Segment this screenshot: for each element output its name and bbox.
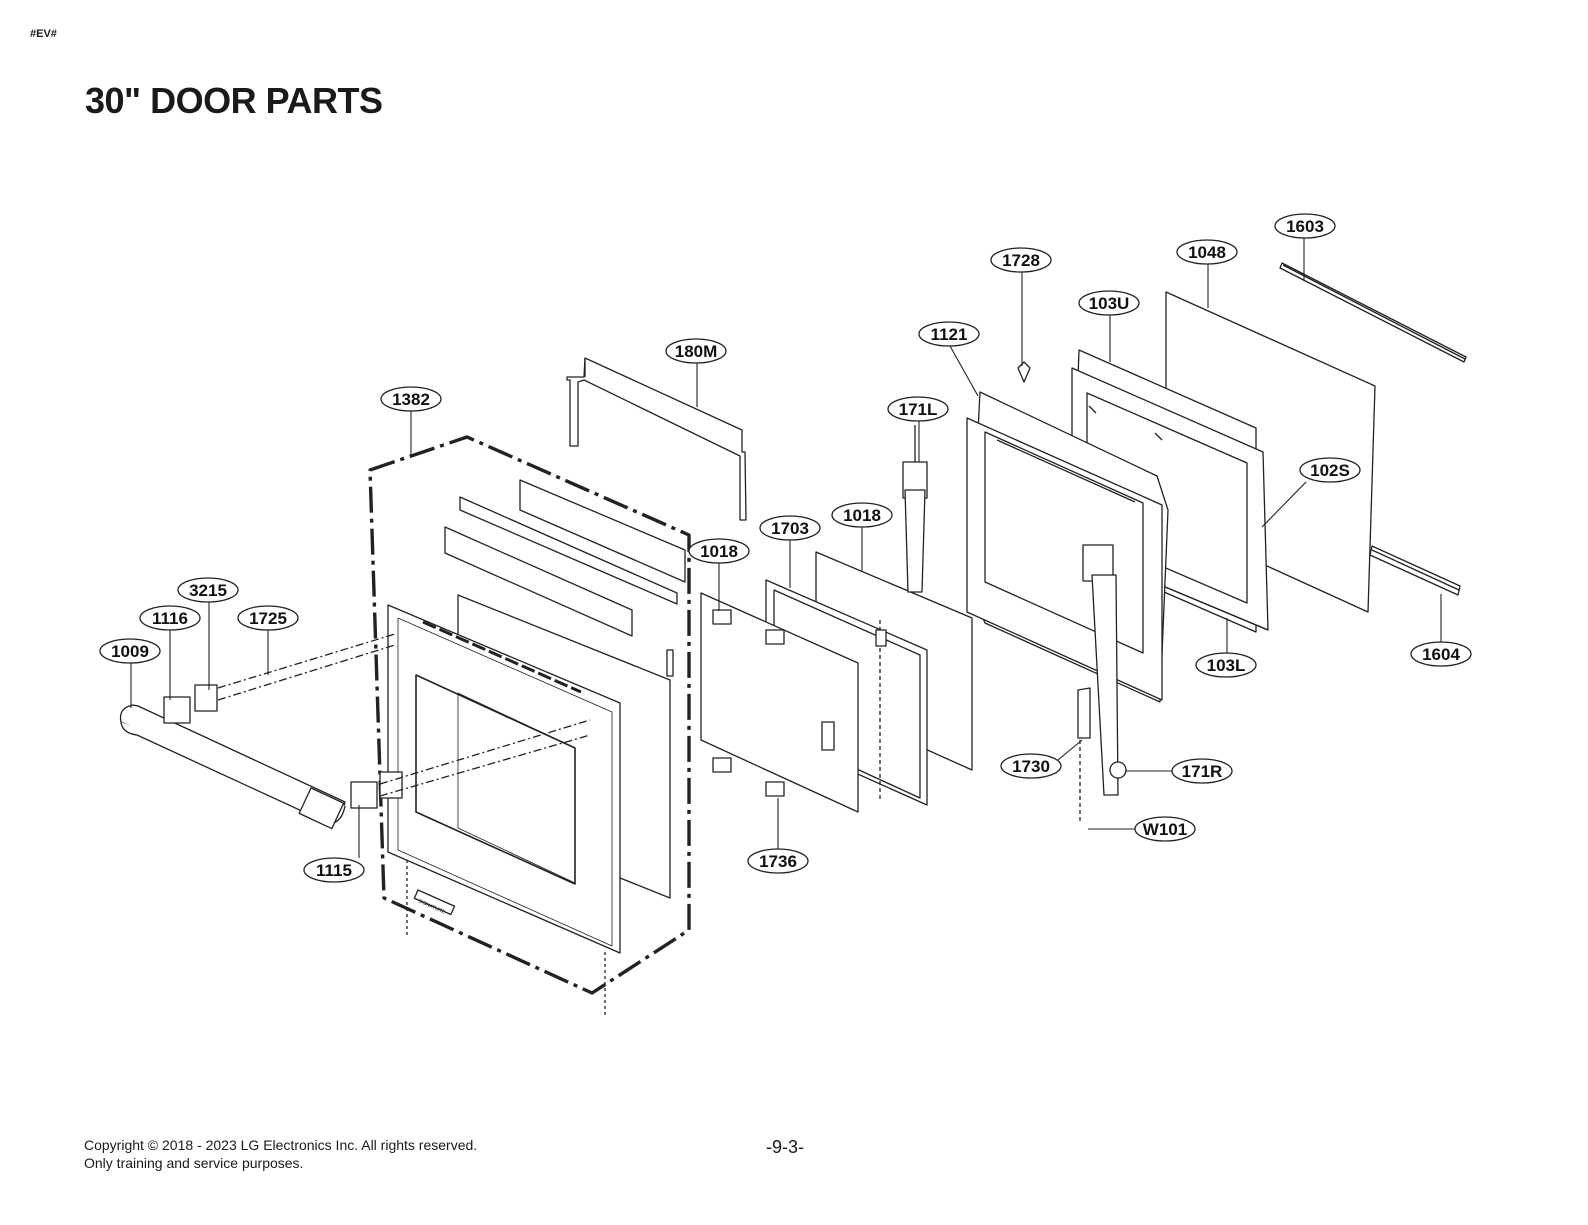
svg-text:102S: 102S bbox=[1310, 461, 1350, 480]
svg-text:1115: 1115 bbox=[316, 861, 352, 880]
page-title: 30" DOOR PARTS bbox=[85, 80, 383, 121]
callout-103U[interactable]: 103U bbox=[1078, 290, 1140, 316]
door-handle-1009 bbox=[119, 704, 346, 830]
svg-text:1703: 1703 bbox=[771, 519, 809, 538]
callout-1115[interactable]: 1115 bbox=[303, 857, 365, 883]
callout-102S[interactable]: 102S bbox=[1299, 457, 1361, 483]
top-trim-1603 bbox=[1279, 262, 1467, 363]
callout-1018-front[interactable]: 1018 bbox=[688, 538, 750, 564]
svg-text:103L: 103L bbox=[1207, 656, 1246, 675]
callout-171L[interactable]: 171L bbox=[887, 396, 949, 422]
callout-3215[interactable]: 3215 bbox=[177, 577, 239, 603]
callout-1736[interactable]: 1736 bbox=[747, 848, 809, 874]
bracket-1730 bbox=[1077, 687, 1091, 822]
svg-text:171L: 171L bbox=[899, 400, 938, 419]
svg-text:180M: 180M bbox=[675, 342, 718, 361]
svg-text:1730: 1730 bbox=[1012, 757, 1050, 776]
front-inner-glass-1018 bbox=[700, 592, 859, 813]
callout-1604[interactable]: 1604 bbox=[1410, 641, 1472, 667]
svg-text:1116: 1116 bbox=[152, 609, 188, 628]
copyright-text: Copyright © 2018 - 2023 LG Electronics I… bbox=[84, 1137, 478, 1153]
page-number: -9-3- bbox=[766, 1137, 805, 1157]
svg-text:1018: 1018 bbox=[843, 506, 881, 525]
svg-text:171R: 171R bbox=[1182, 762, 1223, 781]
bracket-1736 bbox=[712, 757, 785, 797]
svg-text:1736: 1736 bbox=[759, 852, 797, 871]
hinge-171L bbox=[902, 425, 928, 593]
callout-171R[interactable]: 171R bbox=[1171, 758, 1233, 784]
callout-1116[interactable]: 1116 bbox=[139, 605, 201, 631]
usage-note: Only training and service purposes. bbox=[84, 1155, 304, 1171]
callout-1048[interactable]: 1048 bbox=[1176, 239, 1238, 265]
front-door-panel bbox=[387, 604, 621, 1018]
callout-180M[interactable]: 180M bbox=[665, 338, 727, 364]
callout-1018-rear[interactable]: 1018 bbox=[831, 502, 893, 528]
document-code: #EV# bbox=[30, 28, 57, 40]
callout-103L[interactable]: 103L bbox=[1195, 652, 1257, 678]
svg-text:1121: 1121 bbox=[931, 325, 968, 344]
svg-text:1604: 1604 bbox=[1422, 645, 1460, 664]
svg-text:1728: 1728 bbox=[1002, 251, 1040, 270]
svg-text:1018: 1018 bbox=[700, 542, 738, 561]
callout-1382[interactable]: 1382 bbox=[380, 386, 442, 412]
front-door-assembly-1382 bbox=[368, 435, 691, 995]
hinge-171R bbox=[1082, 544, 1127, 796]
svg-text:1048: 1048 bbox=[1188, 243, 1226, 262]
callout-1703[interactable]: 1703 bbox=[759, 515, 821, 541]
bottom-trim-1604 bbox=[1369, 545, 1461, 596]
top-bracket-180M bbox=[566, 357, 747, 521]
leader-lines bbox=[130, 238, 1442, 858]
svg-text:1725: 1725 bbox=[249, 609, 287, 628]
svg-text:1009: 1009 bbox=[111, 642, 149, 661]
callout-1725[interactable]: 1725 bbox=[237, 605, 299, 631]
svg-text:3215: 3215 bbox=[189, 581, 227, 600]
callout-1603[interactable]: 1603 bbox=[1274, 213, 1336, 239]
callout-1728[interactable]: 1728 bbox=[990, 247, 1052, 273]
footer: Copyright © 2018 - 2023 LG Electronics I… bbox=[84, 1136, 477, 1172]
mounting-plates bbox=[163, 633, 591, 809]
svg-text:W101: W101 bbox=[1143, 820, 1187, 839]
callout-1121[interactable]: 1121 bbox=[918, 321, 980, 347]
callout-W101[interactable]: W101 bbox=[1134, 816, 1196, 842]
callout-1730[interactable]: 1730 bbox=[1000, 753, 1062, 779]
svg-text:1603: 1603 bbox=[1286, 217, 1324, 236]
svg-text:1382: 1382 bbox=[392, 390, 430, 409]
callout-1009[interactable]: 1009 bbox=[99, 638, 161, 664]
part-callouts: 1603 1048 1728 103U 1121 180M 171L 1382 … bbox=[99, 213, 1472, 883]
clip-1728 bbox=[1017, 361, 1031, 383]
svg-text:103U: 103U bbox=[1089, 294, 1130, 313]
